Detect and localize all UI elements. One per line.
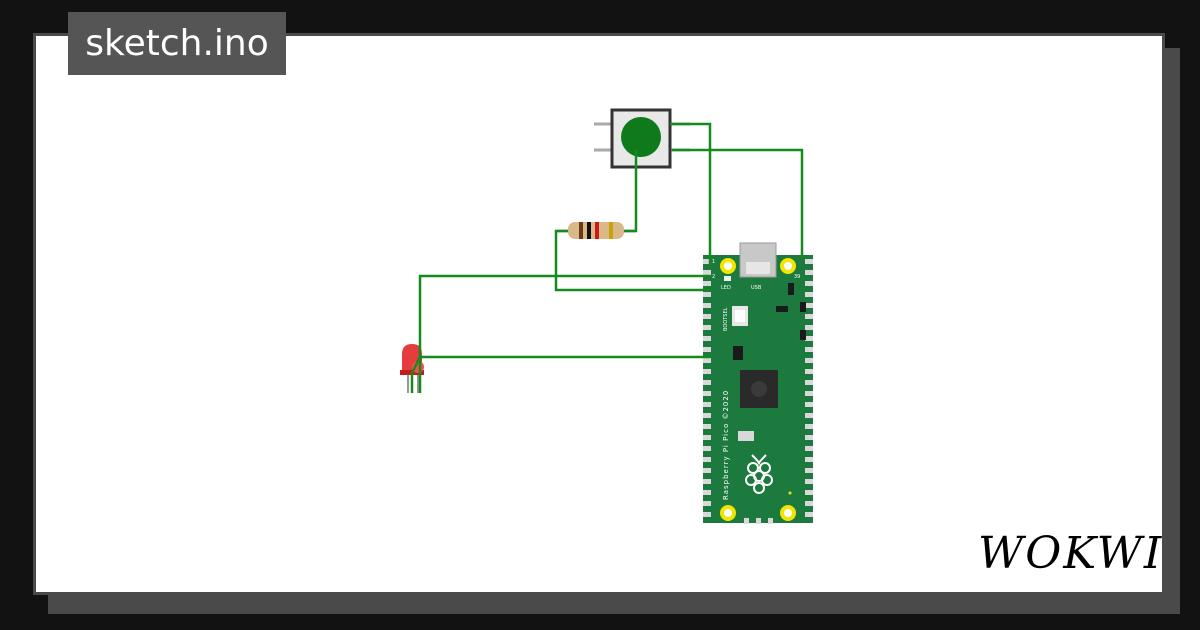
logo-text: WOKWI <box>978 528 1163 579</box>
resistor[interactable] <box>557 222 636 239</box>
flash-chip <box>738 431 754 441</box>
bootsel-label: BOOTSEL <box>723 307 729 331</box>
wires[interactable] <box>410 122 804 393</box>
pin-label-39: 39 <box>794 274 800 280</box>
wokwi-logo: WOKWI <box>978 528 1163 579</box>
button-cap[interactable] <box>621 117 661 157</box>
wire[interactable] <box>410 274 710 393</box>
pin-label-1: 1 <box>712 259 715 265</box>
raspberry-pi-pico[interactable]: 1 2 39 LED USB BOOTSEL Raspberry Pi Pico… <box>703 242 813 524</box>
usb-label: USB <box>751 285 762 291</box>
wire[interactable] <box>670 122 712 265</box>
pin-label-2: 2 <box>712 274 715 280</box>
wire[interactable] <box>554 229 710 292</box>
led-label: LED <box>721 285 731 291</box>
board-text: Raspberry Pi Pico ©2020 <box>722 390 730 500</box>
wire[interactable] <box>672 148 804 258</box>
sketch-filename-tag[interactable]: sketch.ino <box>68 12 286 75</box>
simulation-canvas[interactable] <box>33 33 1165 595</box>
push-button[interactable] <box>594 108 690 169</box>
raspberry-logo-icon <box>745 454 773 494</box>
wire[interactable] <box>624 150 638 233</box>
onboard-led <box>724 276 731 281</box>
wire[interactable] <box>418 355 710 393</box>
